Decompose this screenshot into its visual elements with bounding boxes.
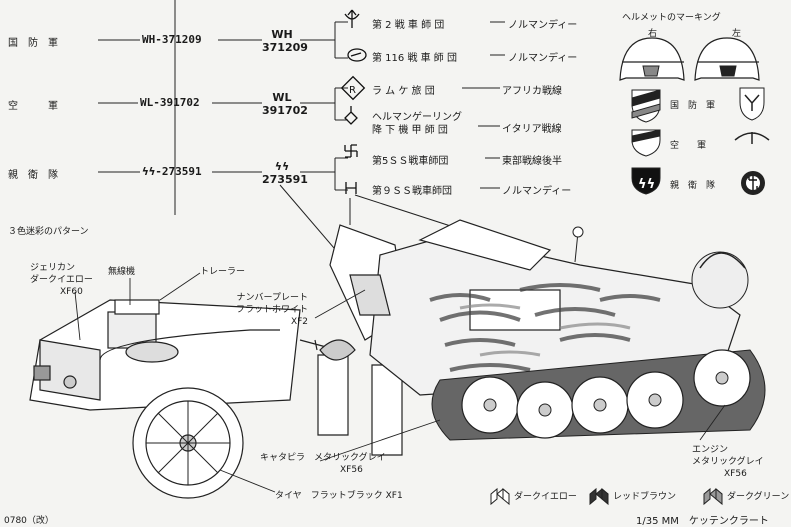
helmet-row-label: 親 衛 隊 xyxy=(670,181,716,191)
legend-dark-green: ダークグリーン xyxy=(727,492,790,502)
plate-airforce: WL-391702 xyxy=(140,96,200,109)
plate-army: WH-371209 xyxy=(142,33,202,46)
tire-callout: タイヤ フラットブラック XF1 xyxy=(275,491,403,501)
unit-division: 第９ＳＳ戦車師団 xyxy=(372,186,452,197)
unit-division: ヘルマンゲーリング 降 下 機 甲 師 団 xyxy=(372,112,462,136)
engine-callout: エンジン メタリックグレイ XF56 xyxy=(692,445,764,479)
trailer-callout: トレーラー xyxy=(200,267,246,277)
helmet-left-label: 左 xyxy=(732,29,742,39)
unit-region: 東部戦線後半 xyxy=(502,156,562,167)
unit-region: ノルマンディー xyxy=(508,53,578,64)
jerrycan-callout: ジェリカン ダークイエロー XF60 xyxy=(30,263,93,297)
branch-airforce-label: 空 軍 xyxy=(8,101,58,112)
unit-division: 第5ＳＳ戦車師団 xyxy=(372,156,449,167)
unit-division: 第 2 戦 車 師 団 xyxy=(372,20,445,31)
unit-region: アフリカ戦線 xyxy=(502,86,562,97)
helmet-title: ヘルメットのマーキング xyxy=(622,13,721,23)
unit-region: イタリア戦線 xyxy=(502,124,562,135)
unit-region: ノルマンディー xyxy=(502,186,572,197)
plate-callout: ナンバープレート フラットホワイト XF2 xyxy=(236,293,309,327)
legend-dark-yellow: ダークイエロー xyxy=(514,492,577,502)
track-callout: キャタピラ メタリックグレイ XF56 xyxy=(260,453,386,475)
svg-text:ϟϟ: ϟϟ xyxy=(638,177,655,192)
legend-red-brown: レッドブラウン xyxy=(613,492,677,502)
footer-title: 1/35 MM ケッテンクラート xyxy=(636,516,769,527)
unit-division: 第 116 戦 車 師 団 xyxy=(372,53,457,64)
helmet-right-label: 右 xyxy=(648,29,658,39)
branch-ss-label: 親 衛 隊 xyxy=(8,170,58,181)
branch-army-label: 国 防 軍 xyxy=(8,38,58,49)
footer-code: 0780（改） xyxy=(4,516,54,526)
pattern-title: ３色迷彩のパターン xyxy=(8,227,89,237)
unit-division: ラ ム ケ 旅 団 xyxy=(372,86,435,97)
radio-callout: 無線機 xyxy=(108,267,136,277)
helmet-row-label: 国 防 軍 xyxy=(670,101,716,111)
plate-ss: ϟϟ-273591 xyxy=(142,165,202,178)
helmet-row-label: 空 軍 xyxy=(670,141,707,151)
unit-region: ノルマンディー xyxy=(508,20,578,31)
svg-text:R: R xyxy=(349,85,356,96)
